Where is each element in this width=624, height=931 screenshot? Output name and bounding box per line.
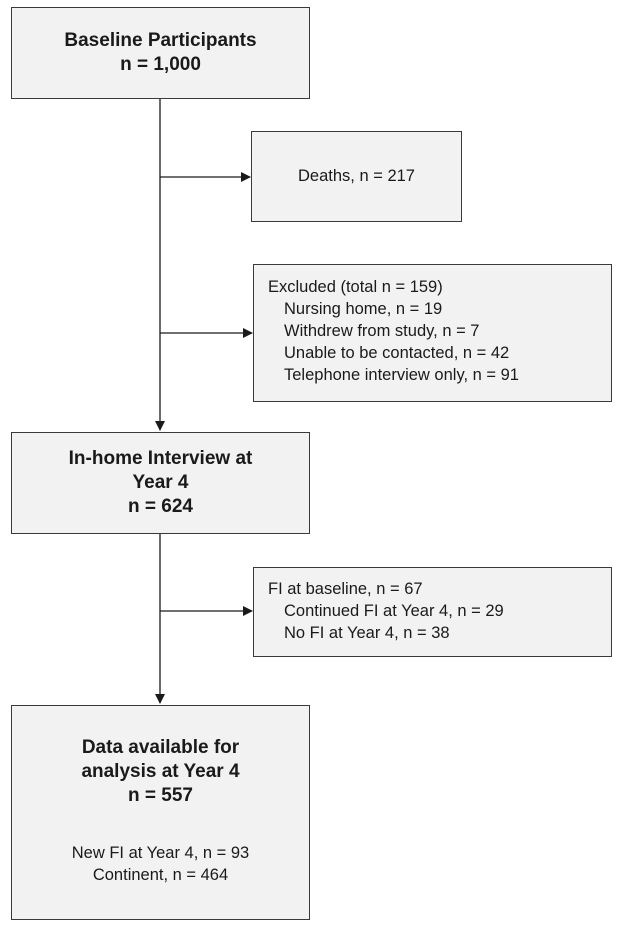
analysis-title-line2: analysis at Year 4 — [81, 761, 240, 782]
fi-baseline-header: FI at baseline, n = 67 — [268, 580, 423, 598]
fi-baseline-item: No FI at Year 4, n = 38 — [284, 624, 450, 642]
excluded-item: Unable to be contacted, n = 42 — [284, 344, 510, 362]
excluded-box: Excluded (total n = 159) Nursing home, n… — [253, 264, 612, 402]
analysis-details: New FI at Year 4, n = 93 Continent, n = … — [12, 842, 309, 886]
inhome-title-line1: In-home Interview at — [68, 448, 253, 469]
deaths-text: Deaths, n = 217 — [298, 167, 415, 185]
inhome-title-line2: Year 4 — [132, 472, 189, 493]
excluded-item: Withdrew from study, n = 7 — [284, 322, 480, 340]
analysis-detail-new-fi: New FI at Year 4, n = 93 — [71, 844, 250, 862]
inhome-n: n = 624 — [128, 496, 193, 517]
analysis-title: Data available for analysis at Year 4 n … — [12, 736, 309, 808]
excluded-item: Telephone interview only, n = 91 — [284, 366, 519, 384]
analysis-box: Data available for analysis at Year 4 n … — [11, 705, 310, 920]
deaths-box: Deaths, n = 217 — [251, 131, 462, 222]
excluded-item: Nursing home, n = 19 — [284, 300, 443, 318]
fi-baseline-item: Continued FI at Year 4, n = 29 — [284, 602, 504, 620]
fi-baseline-box: FI at baseline, n = 67 Continued FI at Y… — [253, 567, 612, 657]
analysis-n: n = 557 — [128, 785, 193, 806]
excluded-header: Excluded (total n = 159) — [268, 278, 443, 296]
baseline-title: Baseline Participants — [64, 30, 257, 51]
analysis-title-line1: Data available for — [81, 737, 240, 758]
baseline-n: n = 1,000 — [120, 54, 201, 75]
baseline-box: Baseline Participants n = 1,000 — [11, 7, 310, 99]
inhome-box: In-home Interview at Year 4 n = 624 — [11, 432, 310, 534]
analysis-detail-continent: Continent, n = 464 — [92, 866, 229, 884]
